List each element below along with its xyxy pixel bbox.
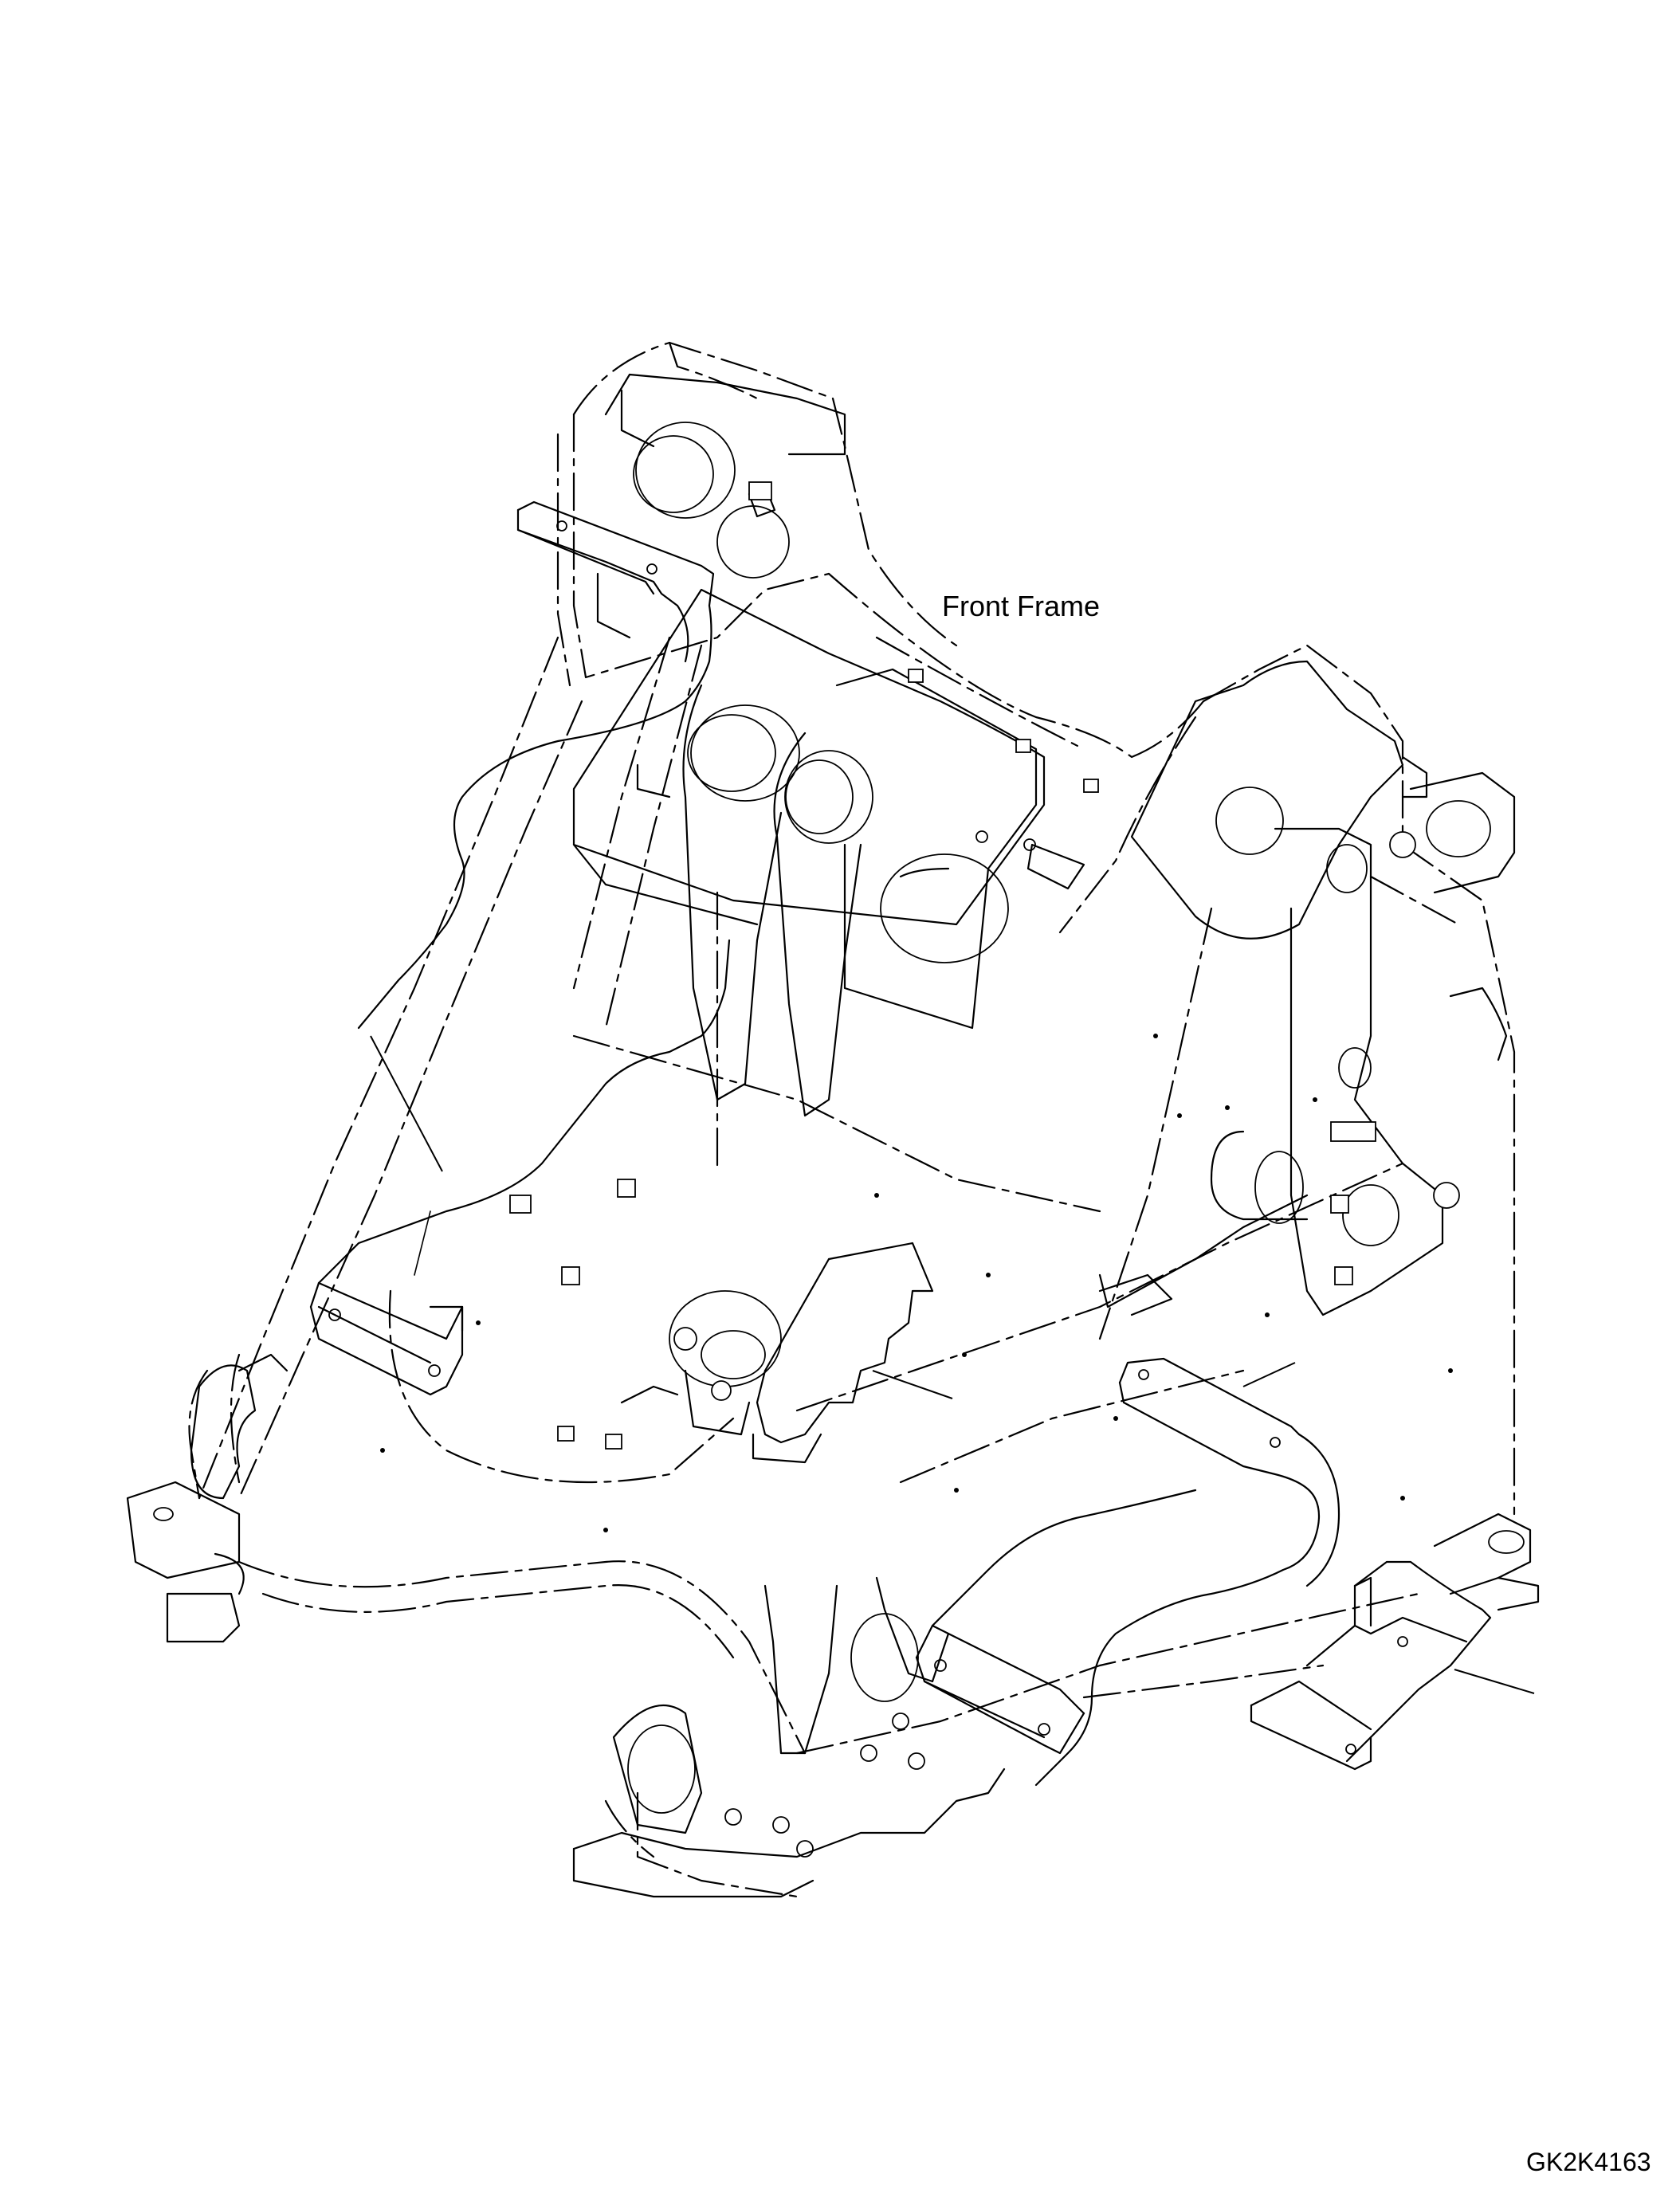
leader-lines <box>370 1035 1535 1694</box>
drawing-number: GK2K4163 <box>1526 2148 1651 2176</box>
left-front-corner <box>126 1353 289 1643</box>
left-tower-boss <box>596 373 846 639</box>
bottom-front-pin-bosses <box>572 1576 1006 1898</box>
center-floor-plate <box>557 1242 934 1464</box>
right-cover-plate <box>915 1357 1340 1787</box>
rear-cover-plate <box>1250 1560 1492 1771</box>
leader-right-cover <box>1242 1362 1296 1387</box>
frame-detail-dots <box>380 1034 1453 1532</box>
front-frame-label: Front Frame <box>942 590 1100 622</box>
right-front-clevis <box>1433 1512 1540 1611</box>
right-tower-bracket <box>1098 660 1516 1316</box>
leader-left-cover <box>370 1035 443 1172</box>
left-cover-plate <box>309 500 731 1396</box>
leader-rear-cover <box>1454 1669 1535 1694</box>
leader-center-plate <box>872 1370 953 1399</box>
center-lift-arm-brackets <box>572 481 1099 1117</box>
